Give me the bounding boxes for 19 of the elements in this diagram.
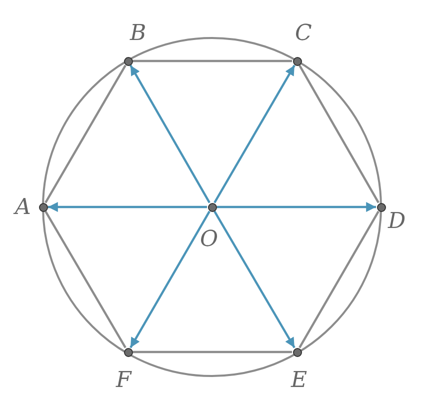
arrow — [214, 64, 296, 204]
arrow — [130, 64, 210, 204]
point-label: A — [15, 197, 31, 219]
line-segment — [298, 210, 380, 348]
arrow — [48, 202, 207, 212]
point-label: D — [388, 211, 406, 233]
arrow — [214, 210, 296, 348]
arrow — [217, 202, 376, 212]
line-segment — [133, 350, 292, 354]
line-segment — [298, 64, 380, 204]
point-label: C — [295, 23, 312, 45]
line-segment — [44, 210, 126, 348]
point-label: B — [130, 23, 146, 45]
point-label: F — [116, 370, 132, 392]
line-segment — [133, 60, 292, 62]
arrow — [130, 210, 210, 348]
point-label: O — [200, 229, 218, 251]
point-label: E — [291, 370, 308, 392]
line-segment — [44, 64, 126, 204]
